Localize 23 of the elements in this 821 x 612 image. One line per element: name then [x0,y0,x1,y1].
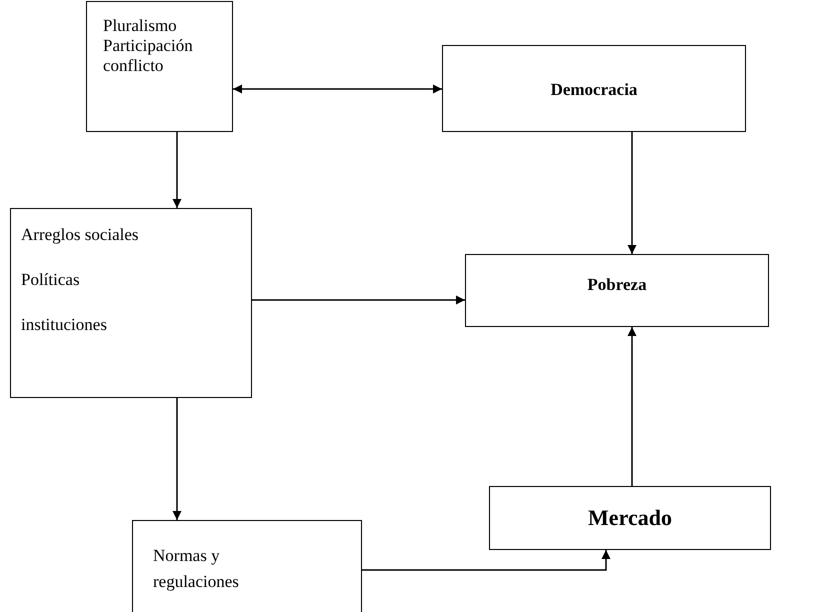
arrow [628,132,636,254]
box-label: conflicto [103,56,164,76]
arrow [362,550,610,571]
box-label: Democracia [550,80,638,100]
arrow [252,296,465,304]
text-box [442,45,746,132]
text-box [465,254,769,327]
arrow [172,398,182,520]
box-label: Mercado [587,505,673,531]
text-box [132,520,362,612]
box-label: Pluralismo [103,16,178,36]
box-label: Políticas [21,270,81,290]
text-box [10,208,252,398]
arrow [628,327,636,486]
arrow [172,132,182,208]
arrow [233,84,442,94]
box-label: Participación [103,36,194,56]
box-label: Normas y regulaciones [153,545,240,593]
text-box [489,486,771,550]
box-label: Arreglos sociales [21,225,140,245]
text-box [86,1,233,132]
box-label: Pobreza [586,275,648,295]
box-label: instituciones [21,315,108,335]
